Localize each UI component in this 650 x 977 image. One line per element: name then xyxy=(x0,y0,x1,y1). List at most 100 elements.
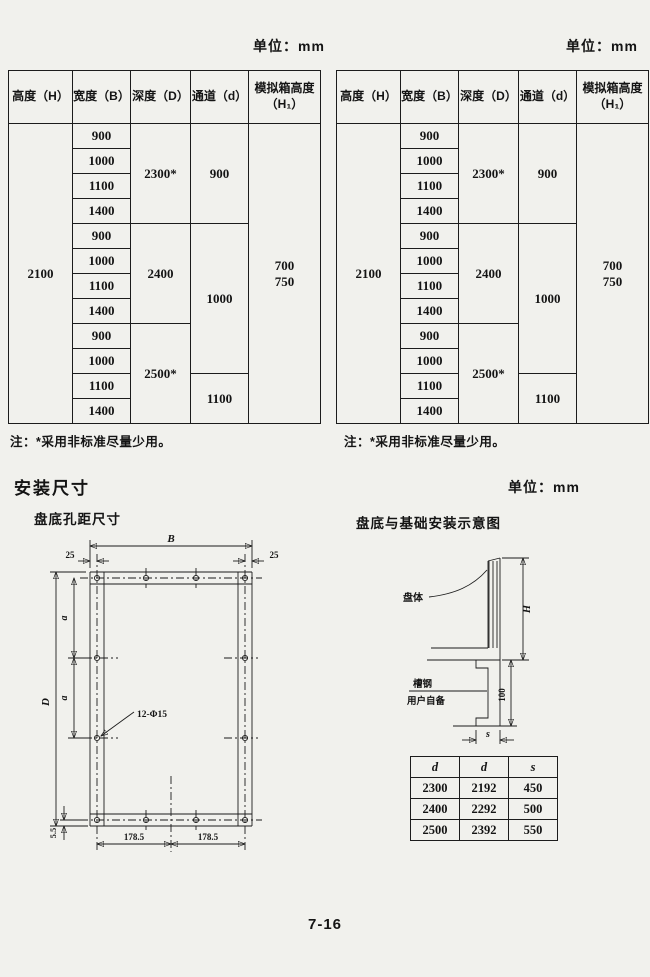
dimension-b: B xyxy=(89,533,253,568)
cell-height: 2100 xyxy=(8,123,73,424)
sim-box-value: 750 xyxy=(602,273,623,289)
cell-width: 1400 xyxy=(72,398,131,424)
install-section-title: 安装尺寸 xyxy=(14,479,90,498)
dim-label-b: B xyxy=(166,533,174,545)
cell-width: 900 xyxy=(400,123,459,149)
panel-body-section xyxy=(427,557,501,661)
table-note-right: 注：*采用非标准尽量少用。 xyxy=(344,435,506,449)
size-cell: 2500 xyxy=(410,819,460,841)
size-cell: 2192 xyxy=(459,777,509,799)
sim-box-value: 700 xyxy=(602,257,623,273)
dim-label-25-right: 25 xyxy=(270,550,280,560)
cell-channel: 1000 xyxy=(518,223,577,374)
size-header: s xyxy=(508,756,558,778)
header-sim-box-line1: 模拟箱高度 xyxy=(582,81,643,96)
holes-callout: 12-Φ15 xyxy=(101,710,167,736)
foundation-drawing-title: 盘底与基础安装示意图 xyxy=(356,516,501,531)
size-cell: 2400 xyxy=(410,798,460,820)
cell-depth: 2300* xyxy=(458,123,519,224)
cell-channel: 1000 xyxy=(190,223,249,374)
dim-label-a-lower: a xyxy=(59,696,70,701)
header-depth: 深度（D） xyxy=(130,70,191,124)
user-supplied-label: 用户自备 xyxy=(406,695,446,707)
hole-drawing-title: 盘底孔距尺寸 xyxy=(34,512,121,527)
dim-label-s: s xyxy=(485,729,490,740)
size-cell: 2300 xyxy=(410,777,460,799)
cell-width: 900 xyxy=(72,323,131,349)
cell-width: 900 xyxy=(400,223,459,249)
unit-label-left: 单位：mm xyxy=(253,38,325,54)
dimension-table-right: 高度（H） 宽度（B） 深度（D） 通道（d） 模拟箱高度（H₁） 2100 9… xyxy=(336,70,649,424)
install-unit-label: 单位：mm xyxy=(508,479,580,495)
dimension-table-left: 高度（H） 宽度（B） 深度（D） 通道（d） 模拟箱高度（H₁） 2100 9… xyxy=(8,70,321,424)
cell-width: 1100 xyxy=(72,273,131,299)
cell-width: 1000 xyxy=(72,348,131,374)
cell-width: 1100 xyxy=(72,173,131,199)
channel-steel-callout: 槽钢 用户自备 xyxy=(406,678,487,707)
header-width: 宽度（B） xyxy=(400,70,459,124)
header-sim-box-line2: （H₁） xyxy=(593,97,632,111)
dimension-s: s xyxy=(462,729,514,744)
size-cell: 550 xyxy=(508,819,558,841)
cell-width: 1000 xyxy=(400,348,459,374)
cell-width: 1400 xyxy=(400,398,459,424)
cell-width: 1000 xyxy=(400,148,459,174)
size-cell: 450 xyxy=(508,777,558,799)
cell-width: 900 xyxy=(400,323,459,349)
cell-width: 1400 xyxy=(72,198,131,224)
dim-label-5-5: 5.5 xyxy=(48,828,58,839)
dim-label-25-left: 25 xyxy=(66,550,76,560)
header-sim-box: 模拟箱高度（H₁） xyxy=(576,70,649,124)
cell-width: 1400 xyxy=(400,298,459,324)
foundation-size-table: d d s 2300 2192 450 2400 2292 500 2500 2… xyxy=(410,756,558,841)
dim-label-178-left: 178.5 xyxy=(124,832,145,842)
dim-label-100: 100 xyxy=(497,688,507,702)
hole-centerlines xyxy=(80,554,262,852)
panel-body-label: 盘体 xyxy=(403,591,424,604)
dimension-edge-offsets: 25 25 xyxy=(66,550,280,561)
size-header: d xyxy=(459,756,509,778)
panel-frame-outline xyxy=(89,571,253,827)
cell-width: 1400 xyxy=(72,298,131,324)
dimension-178-5: 178.5 178.5 xyxy=(97,832,245,844)
cell-depth: 2500* xyxy=(130,323,191,424)
cell-width: 1000 xyxy=(72,248,131,274)
dimension-100: 100 xyxy=(497,660,517,727)
page-number: 7-16 xyxy=(307,916,343,933)
header-depth: 深度（D） xyxy=(458,70,519,124)
header-sim-box-line1: 模拟箱高度 xyxy=(254,81,315,96)
cell-width: 1000 xyxy=(72,148,131,174)
size-header: d xyxy=(410,756,460,778)
cell-width: 900 xyxy=(72,123,131,149)
cell-height: 2100 xyxy=(336,123,401,424)
dim-label-holes: 12-Φ15 xyxy=(137,710,167,720)
cell-width: 1100 xyxy=(400,373,459,399)
cell-width: 1400 xyxy=(400,198,459,224)
hole-spacing-drawing: B 25 25 D a a 12-Φ15 xyxy=(40,533,280,852)
table-note-left: 注：*采用非标准尽量少用。 xyxy=(10,435,172,449)
header-height: 高度（H） xyxy=(8,70,73,124)
size-cell: 2292 xyxy=(459,798,509,820)
channel-steel-label: 槽钢 xyxy=(413,678,433,690)
cell-channel: 900 xyxy=(518,123,577,224)
header-sim-box-line2: （H₁） xyxy=(265,97,304,111)
channel-steel-section xyxy=(453,659,501,727)
mounting-holes xyxy=(93,574,249,824)
header-channel: 通道（d） xyxy=(518,70,577,124)
dimension-a: a a xyxy=(59,578,86,739)
cell-channel: 1100 xyxy=(518,373,577,424)
cell-width: 900 xyxy=(72,223,131,249)
cell-channel: 1100 xyxy=(190,373,249,424)
dim-label-178-right: 178.5 xyxy=(198,832,219,842)
dim-label-h: H xyxy=(522,604,533,614)
cell-depth: 2400 xyxy=(130,223,191,324)
cell-depth: 2500* xyxy=(458,323,519,424)
cell-width: 1100 xyxy=(400,273,459,299)
header-sim-box: 模拟箱高度（H₁） xyxy=(248,70,321,124)
size-cell: 2392 xyxy=(459,819,509,841)
cell-depth: 2400 xyxy=(458,223,519,324)
header-height: 高度（H） xyxy=(336,70,401,124)
